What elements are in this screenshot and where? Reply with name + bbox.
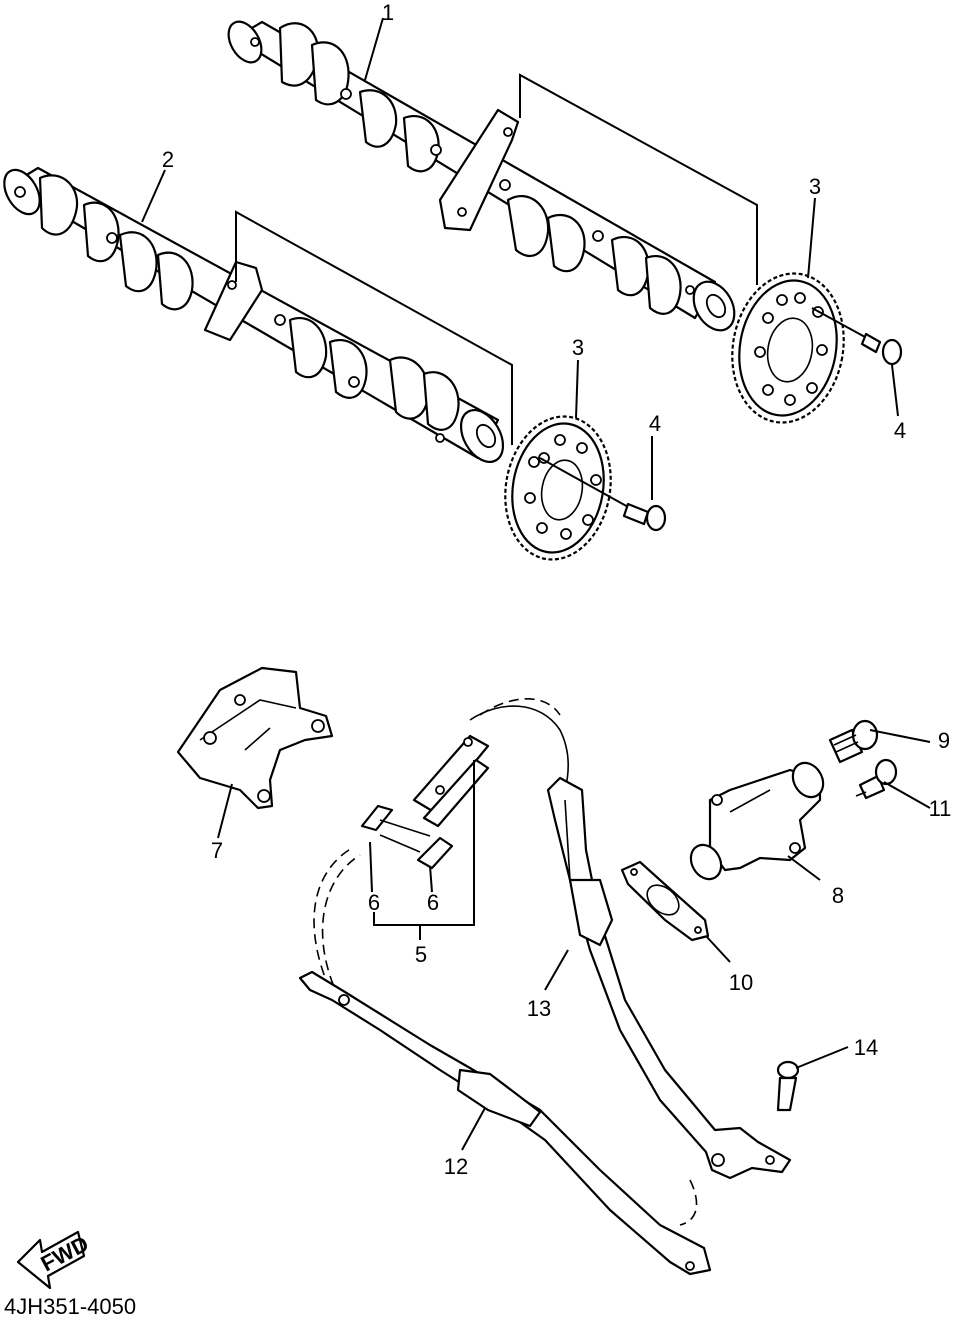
chain-guide-top <box>176 666 334 810</box>
callout-6-left: 6 <box>368 890 380 915</box>
tensioner-gasket <box>620 860 710 942</box>
callout-8: 8 <box>832 883 844 908</box>
callout-5: 5 <box>415 942 427 967</box>
fwd-label: FWD <box>37 1231 93 1277</box>
callout-6-right: 6 <box>427 890 439 915</box>
cam-sprocket-upper <box>731 272 845 424</box>
callout-4-upper: 4 <box>894 418 906 443</box>
callout-14: 14 <box>854 1035 878 1060</box>
callout-11: 11 <box>929 796 952 821</box>
chain-guide-tensioner-side <box>546 776 792 1180</box>
tensioner-cap-bolt <box>828 719 879 764</box>
callout-13: 13 <box>527 996 551 1021</box>
callout-1: 1 <box>382 0 394 25</box>
tensioner-mount-bolt <box>855 758 898 800</box>
camshaft-1 <box>227 20 736 332</box>
sprocket-bolt-upper <box>811 307 903 366</box>
callout-7: 7 <box>211 838 223 863</box>
cam-sprocket-lower <box>504 415 612 561</box>
cam-chain <box>313 698 698 1226</box>
camshaft-2 <box>3 166 505 463</box>
chain-tensioner <box>689 761 825 881</box>
callout-2: 2 <box>162 147 174 172</box>
callout-9: 9 <box>938 728 950 753</box>
callout-3-upper: 3 <box>809 174 821 199</box>
chain-guide-exhaust-side <box>298 970 712 1276</box>
callout-12: 12 <box>444 1154 468 1179</box>
sprocket-bolt-lower <box>539 457 667 532</box>
callout-3-lower: 3 <box>572 335 584 360</box>
guide-bolt <box>776 1060 800 1112</box>
part-code: 4JH351-4050 <box>4 1294 136 1319</box>
callout-4-lower: 4 <box>649 411 661 436</box>
callout-10: 10 <box>729 970 753 995</box>
forward-arrow-icon: FWD <box>16 1231 93 1290</box>
